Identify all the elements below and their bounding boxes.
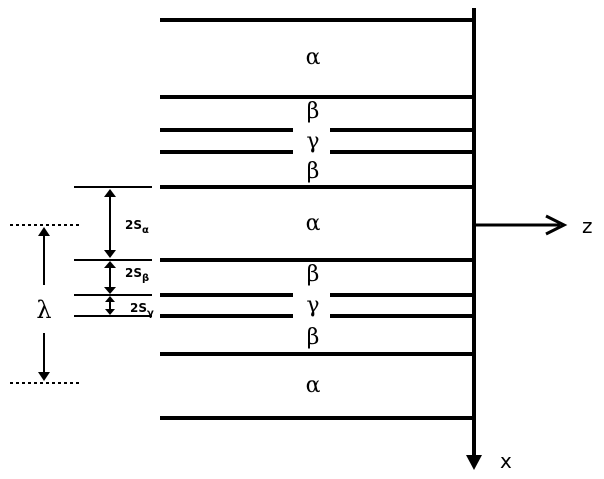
layer-label-gamma-1: γ — [306, 129, 319, 154]
x-axis-arrowhead — [466, 455, 482, 470]
s-beta-arrowhead-up — [104, 261, 116, 268]
s-beta-prefix: 2S — [125, 266, 142, 280]
dimension-s-gamma: 2Sγ — [105, 296, 154, 319]
dimension-extension-lines — [74, 186, 152, 317]
z-axis-label: z — [582, 214, 593, 238]
layer-label-alpha-mid: α — [306, 211, 321, 236]
layer-label-gamma-2: γ — [306, 293, 319, 318]
s-beta-subscript: β — [142, 273, 149, 284]
lambda-arrowhead-down — [38, 372, 50, 381]
dimension-s-beta: 2Sβ — [104, 261, 149, 294]
lambda-label: λ — [36, 296, 51, 324]
dimension-s-alpha: 2Sα — [104, 189, 149, 258]
layer-label-alpha-top: α — [306, 45, 321, 70]
s-gamma-subscript: γ — [147, 308, 154, 319]
layer-label-beta-4: β — [307, 325, 320, 350]
lambda-arrowhead-up — [38, 227, 50, 236]
s-gamma-prefix: 2S — [130, 301, 147, 315]
dimension-wavelength: λ — [10, 224, 80, 384]
s-beta-arrowhead-down — [104, 287, 116, 294]
layer-label-beta-3: β — [307, 262, 320, 287]
s-gamma-label: 2Sγ — [130, 301, 154, 319]
layer-label-alpha-bottom: α — [306, 373, 321, 398]
s-gamma-arrowhead-up — [105, 296, 115, 302]
layer-labels: α β γ β α β γ β α — [306, 45, 321, 398]
z-axis-arrowhead — [545, 214, 568, 236]
s-alpha-arrowhead-up — [104, 189, 116, 197]
layer-label-beta-2: β — [307, 159, 320, 184]
s-gamma-arrowhead-down — [105, 309, 115, 315]
s-alpha-subscript: α — [142, 225, 149, 236]
s-beta-label: 2Sβ — [125, 266, 149, 284]
s-alpha-label: 2Sα — [125, 218, 149, 236]
s-alpha-arrowhead-down — [104, 250, 116, 258]
s-alpha-prefix: 2S — [125, 218, 142, 232]
layer-boundaries — [160, 18, 474, 420]
x-axis-label: x — [500, 449, 512, 473]
layer-label-beta-1: β — [307, 99, 320, 124]
